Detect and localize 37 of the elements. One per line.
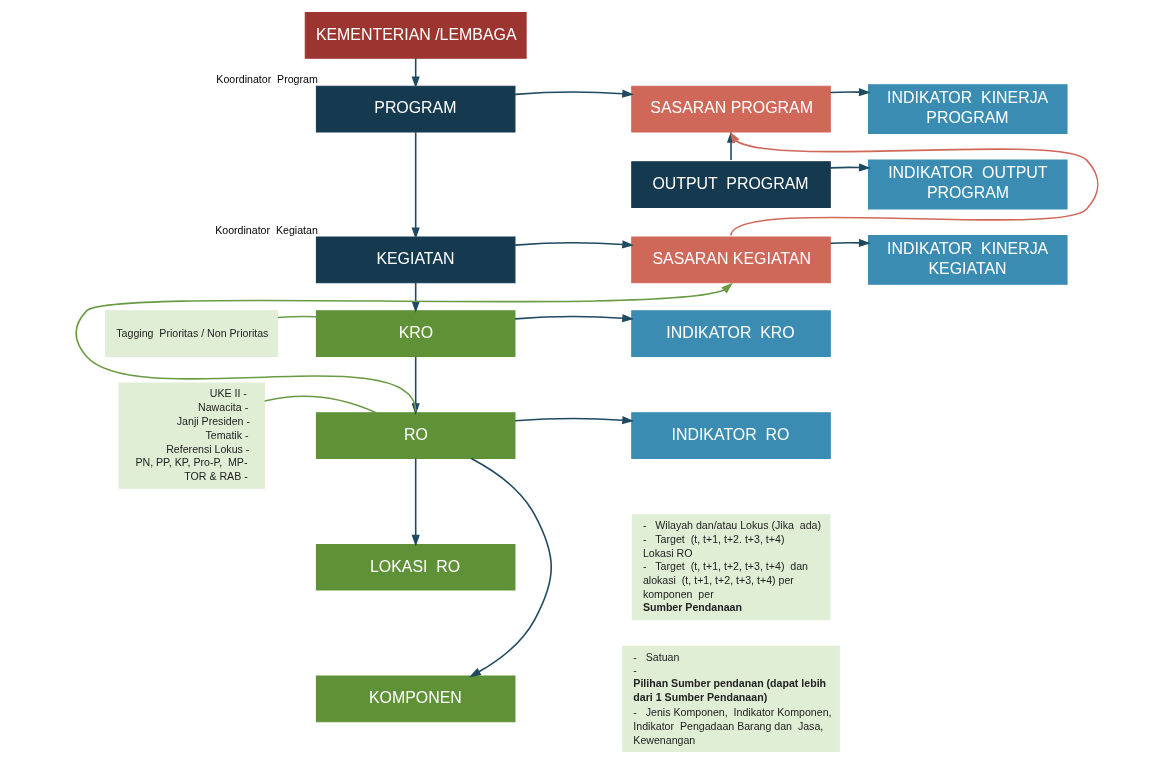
node-box: - Wilayah dan/atau Lokus (Jika ada) - Target (t, t+1, t+2. t+3, t+4) Lokasi RO - Target (t, t+1, t+2, t+3, t+4) dan alokasi (t, t+1, t+2, t+3, t+4) per komponen per Sumber Pendanaan [631,514,831,621]
node-box: KOMPONEN [315,675,516,723]
arrow [75,282,733,412]
node-box: UKE II - Nawacita - Janji Presiden - Tematik - Referensi Lokus - PN, PP, KP, Pro-P, MP- TOR & RAB - [118,382,265,489]
arrow [829,88,871,97]
node-box: LOKASI RO [315,543,516,591]
arrow [411,57,420,89]
node-label: Koordinator Kegiatan [215,223,318,236]
arrow [469,457,553,678]
node-box: OUTPUT PROGRAM [631,161,831,208]
node-box: Tagging Prioritas / Non Prioritas [105,310,279,358]
arrow [829,238,871,247]
arrow [411,282,420,313]
arrow [514,240,634,249]
connector [263,395,377,414]
arrow [514,416,634,425]
node-box: - Satuan - Pilihan Sumber pendanan (dapat lebih dari 1 Sumber Pendanaan) - Jenis Komponen, Indikator Komponen, Indikator Pengadaan Barang dan Jasa, Kewenangan [622,645,840,752]
arrow [514,314,634,323]
arrow [729,131,1099,237]
node-box: RO [315,412,516,459]
arrow [411,131,420,240]
node-box: SASARAN KEGIATAN [631,236,831,284]
node-box: SASARAN PROGRAM [631,85,831,133]
node-label: Koordinator Program [216,73,318,86]
node-box: PROGRAM [315,85,516,133]
arrow [411,457,420,547]
node-box: KRO [315,310,516,358]
node-box: KEMENTERIAN /LEMBAGA [304,12,527,59]
node-box: INDIKATOR OUTPUT PROGRAM [867,159,1068,210]
node-box: INDIKATOR RO [631,412,831,459]
node-box: INDIKATOR KINERJA KEGIATAN [867,234,1068,285]
connector [277,315,318,319]
arrow [829,163,871,172]
arrow [514,89,634,98]
node-box: INDIKATOR KINERJA PROGRAM [867,84,1068,135]
node-box: INDIKATOR KRO [631,310,831,358]
node-box: KEGIATAN [315,236,516,284]
